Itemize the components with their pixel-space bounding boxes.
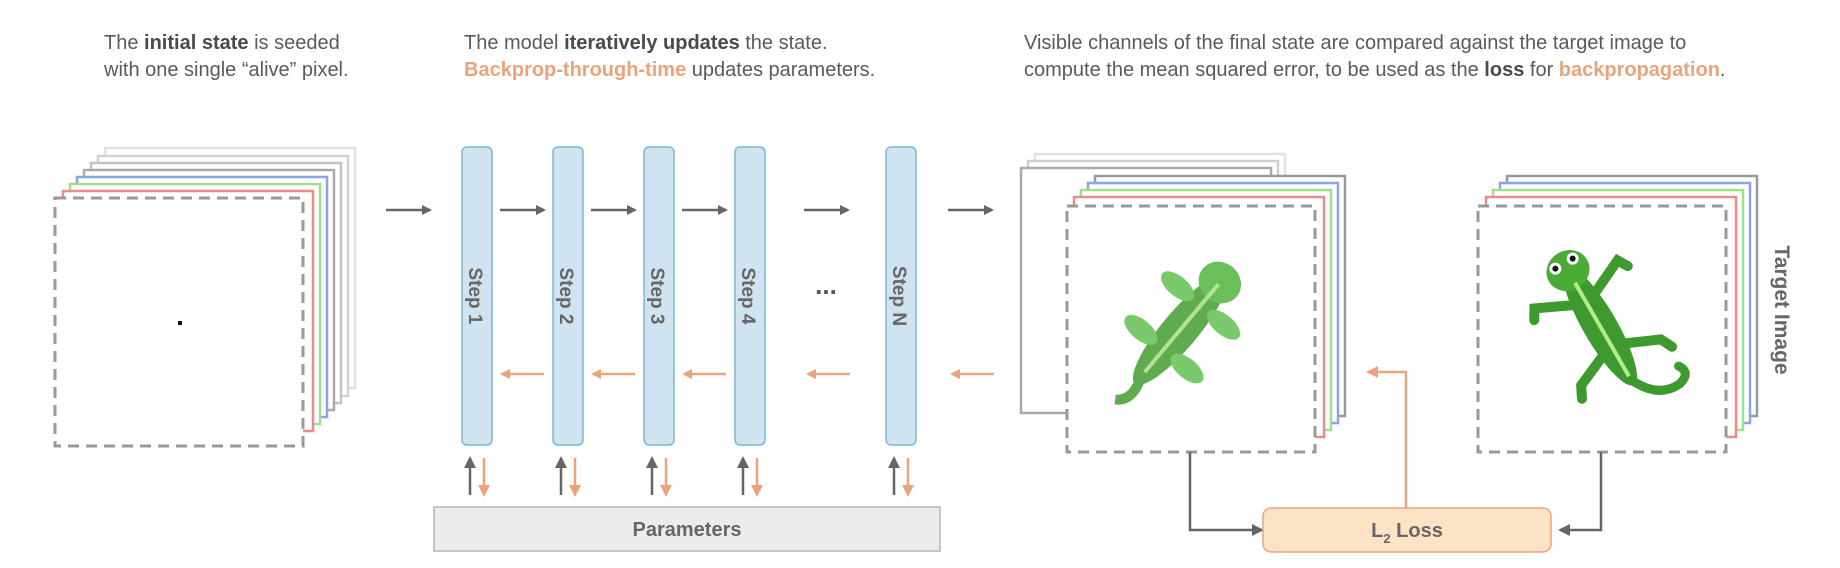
- l2-loss-label: L2 Loss: [1371, 520, 1443, 546]
- caption-text: The model: [464, 32, 565, 54]
- caption-text: .: [1719, 59, 1726, 81]
- step-2-label: Step 2: [555, 267, 576, 324]
- lizard-icon: [1114, 261, 1242, 405]
- caption-text: is seeded: [248, 32, 340, 54]
- target-to-loss-arrow: [1558, 452, 1603, 536]
- caption-text: compute the mean squared error, to be us…: [1024, 59, 1485, 81]
- step-3-label: Step 3: [646, 267, 667, 324]
- target-image-stack: [1476, 174, 1759, 454]
- target-image-label: Target Image: [1770, 245, 1793, 374]
- step-1: Step 1: [461, 146, 493, 446]
- caption-text: The: [104, 32, 145, 54]
- alive-pixel-icon: [178, 321, 182, 325]
- caption-text: for: [1524, 59, 1559, 81]
- param-arrows-1: [464, 456, 490, 497]
- step-2: Step 2: [552, 146, 584, 446]
- param-arrows-n: [888, 456, 914, 497]
- step-n: Step N: [885, 146, 917, 446]
- caption-loss-compare: Visible channels of the final state are …: [1024, 30, 1824, 84]
- param-arrows-3: [646, 456, 672, 497]
- step-n-label: Step N: [888, 266, 909, 326]
- caption-highlight: backpropagation: [1558, 59, 1720, 81]
- final-to-loss-arrow: [1188, 452, 1264, 536]
- caption-bold: loss: [1484, 59, 1525, 81]
- parameters-box: Parameters: [433, 506, 941, 552]
- caption-bold: iteratively updates: [564, 32, 740, 54]
- ellipsis: ...: [815, 270, 837, 300]
- caption-text: the state.: [739, 32, 828, 54]
- param-arrows-4: [737, 456, 763, 497]
- parameters-label: Parameters: [633, 519, 742, 541]
- caption-model-updates: The model iteratively updates the state.…: [464, 30, 984, 84]
- caption-text: Visible channels of the final state are …: [1024, 32, 1687, 54]
- initial-state-stack: [53, 146, 357, 448]
- caption-highlight: Backprop-through-time: [464, 59, 687, 81]
- step-4-label: Step 4: [737, 267, 758, 324]
- step-3: Step 3: [643, 146, 675, 446]
- step-4: Step 4: [734, 146, 766, 446]
- final-state-stack: [1019, 152, 1347, 454]
- l2-loss-box: L2 Loss: [1262, 507, 1552, 553]
- caption-initial-state: The initial state is seeded with one sin…: [104, 30, 404, 84]
- step-1-label: Step 1: [464, 267, 485, 324]
- caption-text: with one single “alive” pixel.: [104, 59, 349, 81]
- caption-text: updates parameters.: [686, 59, 876, 81]
- param-arrows-2: [555, 456, 581, 497]
- loss-backprop-arrow: [1366, 366, 1408, 508]
- caption-bold: initial state: [144, 32, 249, 54]
- lizard-target-icon: [1529, 250, 1690, 404]
